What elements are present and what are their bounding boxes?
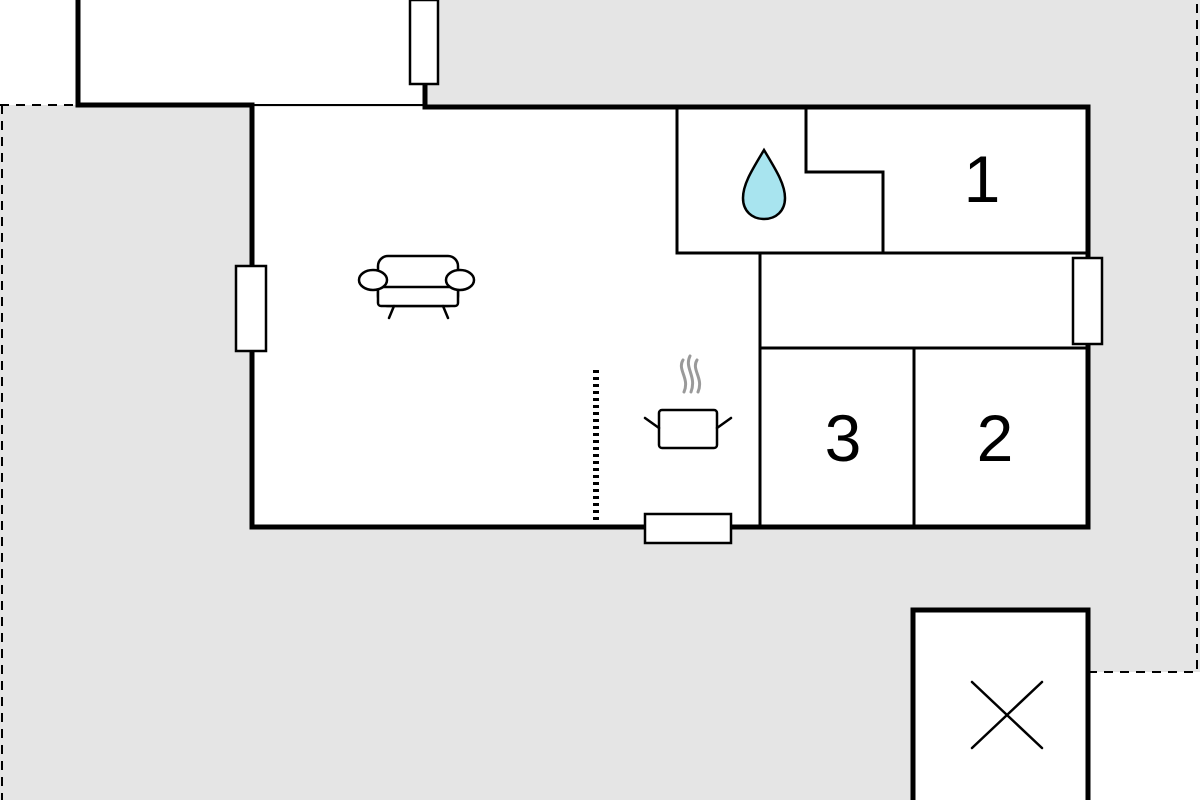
porch-wall: [75, 0, 255, 108]
water-drop-icon: [741, 147, 787, 221]
x-mark-icon: [970, 680, 1044, 750]
room-number-2: 2: [977, 401, 1014, 475]
door-porch: [408, 0, 440, 86]
porch-room: [78, 0, 425, 105]
room-number-3: 3: [825, 401, 862, 475]
cooking-pot-icon: [643, 354, 733, 450]
bathroom-wall: [675, 107, 885, 255]
terrace-boundary-right: [1088, 0, 1198, 673]
house-interior: [252, 107, 1088, 527]
window-hallway-right: [1071, 256, 1104, 346]
door-kitchen-bottom: [643, 512, 733, 545]
annex-room: [913, 610, 1088, 800]
house-outer-wall: [249, 104, 1091, 530]
room-number-1: 1: [964, 142, 1001, 216]
annex-wall: [910, 607, 1091, 800]
sofa-icon: [357, 254, 476, 320]
window-living-left: [234, 264, 268, 353]
